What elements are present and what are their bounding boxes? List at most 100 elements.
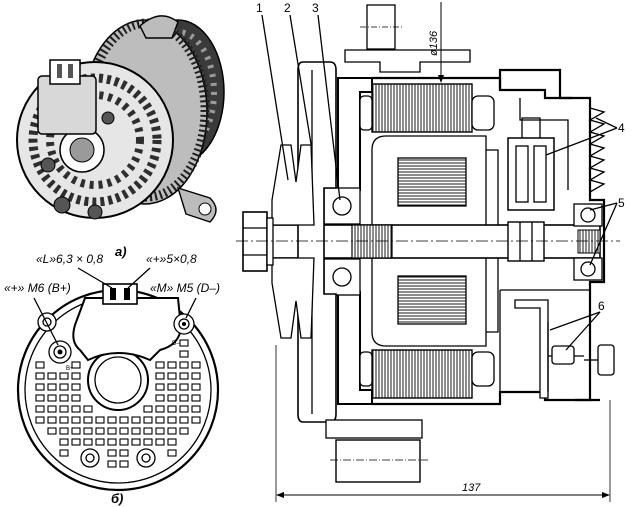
- vent-slot: [167, 405, 177, 413]
- alternator-external-view: а): [16, 15, 225, 259]
- vent-slot: [167, 361, 177, 369]
- vent-slot: [143, 438, 153, 446]
- vent-slot: [47, 394, 57, 402]
- leader-terminal-l: [77, 267, 113, 289]
- mounting-hole-bottom-right-inner: [141, 453, 151, 463]
- vent-slot: [155, 394, 165, 402]
- vent-slot: [59, 438, 69, 446]
- vent-slot: [167, 394, 177, 402]
- vent-slot: [155, 416, 165, 424]
- shaft-knurl: [351, 224, 393, 259]
- vent-slot: [155, 361, 165, 369]
- vent-slot: [167, 449, 177, 457]
- rotor-pole-edge-bottom: [486, 256, 499, 333]
- vent-slot: [35, 372, 45, 380]
- vent-slot: [143, 416, 153, 424]
- brush: [533, 145, 547, 203]
- vent-slot: [71, 394, 81, 402]
- vent-slot: [95, 427, 105, 435]
- vent-slot: [155, 383, 165, 391]
- rear-hub-center: [69, 137, 95, 163]
- leader-6b: [565, 311, 601, 351]
- connector-pin-plus: [124, 288, 130, 300]
- vent-slot: [71, 405, 81, 413]
- vent-slots: [35, 339, 201, 468]
- vent-slot: [131, 438, 141, 446]
- leader-terminal-m-bolt: [185, 297, 197, 319]
- leader-3: [317, 14, 341, 201]
- vent-slot: [83, 438, 93, 446]
- stator-winding-rear-top: [471, 95, 495, 131]
- vent-slot: [83, 427, 93, 435]
- connector-pin-l: [110, 288, 116, 300]
- vent-slot: [71, 361, 81, 369]
- callout-2: 2: [284, 1, 291, 15]
- rotor-pole-edge-top: [486, 149, 499, 226]
- vent-slot: [131, 427, 141, 435]
- vent-slot: [167, 383, 177, 391]
- bearing-boss-inner: [94, 356, 142, 404]
- mounting-hole-left: [37, 312, 57, 332]
- housing-outline-bottom: [372, 390, 600, 406]
- vent-slot: [155, 438, 165, 446]
- terminal-d-minus-stud: [182, 322, 186, 326]
- terminal-bolt: [53, 196, 71, 214]
- bottom-mounting-foot: [325, 419, 423, 439]
- pulley-nut: [242, 211, 268, 272]
- length-dim-label: 137: [462, 482, 481, 494]
- vent-slot: [107, 438, 117, 446]
- field-coil-bottom: [397, 275, 467, 325]
- vent-slot: [71, 383, 81, 391]
- rear-cover-view: B+ D– «L»6,3 × 0,8 «+»5×0,8 «+» M6 (B+) …: [4, 252, 220, 506]
- terminal-b-plus-inner: [53, 345, 67, 359]
- rear-bearing-ball-bottom: [580, 261, 596, 277]
- fan-blades: [139, 29, 217, 155]
- terminal-bolt: [87, 204, 103, 220]
- rectifier-plate: [514, 299, 549, 399]
- front-bearing-ball-top: [332, 196, 352, 216]
- vent-slot: [179, 383, 189, 391]
- vent-slot: [191, 383, 201, 391]
- vent-slot: [143, 427, 153, 435]
- vent-slot: [59, 405, 69, 413]
- pulley-bottom: [271, 257, 315, 339]
- label-terminal-l: «L»6,3 × 0,8: [36, 252, 103, 266]
- vent-slot: [119, 449, 129, 457]
- vent-slot: [71, 372, 81, 380]
- bearing-boss: [87, 349, 149, 411]
- vent-slot: [59, 416, 69, 424]
- washer: [266, 217, 274, 266]
- mounting-hole-left-inner: [42, 317, 52, 327]
- regulator-connector: [102, 283, 138, 305]
- regulator-housing: [72, 297, 183, 362]
- vent-slot: [107, 427, 117, 435]
- vent-slot: [167, 416, 177, 424]
- pulley-top: [271, 144, 315, 226]
- mounting-hole-bottom-right: [136, 448, 156, 468]
- vent-slot: [191, 394, 201, 402]
- callout-3: 3: [312, 1, 319, 15]
- stator-ribs: [84, 18, 210, 202]
- vent-slot: [47, 427, 57, 435]
- vent-slot: [35, 405, 45, 413]
- vent-slot: [107, 460, 117, 468]
- slip-rings: [507, 221, 545, 262]
- label-terminal-plus-small: «+»5×0,8: [146, 252, 197, 266]
- mark-b-plus: B+: [66, 366, 74, 372]
- leader-6a: [549, 311, 601, 331]
- callout-6: 6: [598, 299, 605, 313]
- callout-1: 1: [256, 1, 263, 15]
- alternator-cross-section: 1 2 3 4 5 6 ø136 137: [236, 1, 625, 502]
- mounting-hole-bottom-left-inner: [85, 453, 95, 463]
- front-bearing-ball-bottom: [332, 267, 352, 287]
- vent-slot: [191, 405, 201, 413]
- terminal-b-plus-stud: [57, 349, 63, 355]
- rear-housing: [498, 68, 606, 402]
- vent-slot: [47, 383, 57, 391]
- rear-cover-grill-inner: [46, 91, 144, 189]
- rear-bearing-ball-top: [580, 207, 596, 223]
- vent-slot: [179, 427, 189, 435]
- stator-winding-front-top: [359, 95, 373, 131]
- vent-slot: [107, 416, 117, 424]
